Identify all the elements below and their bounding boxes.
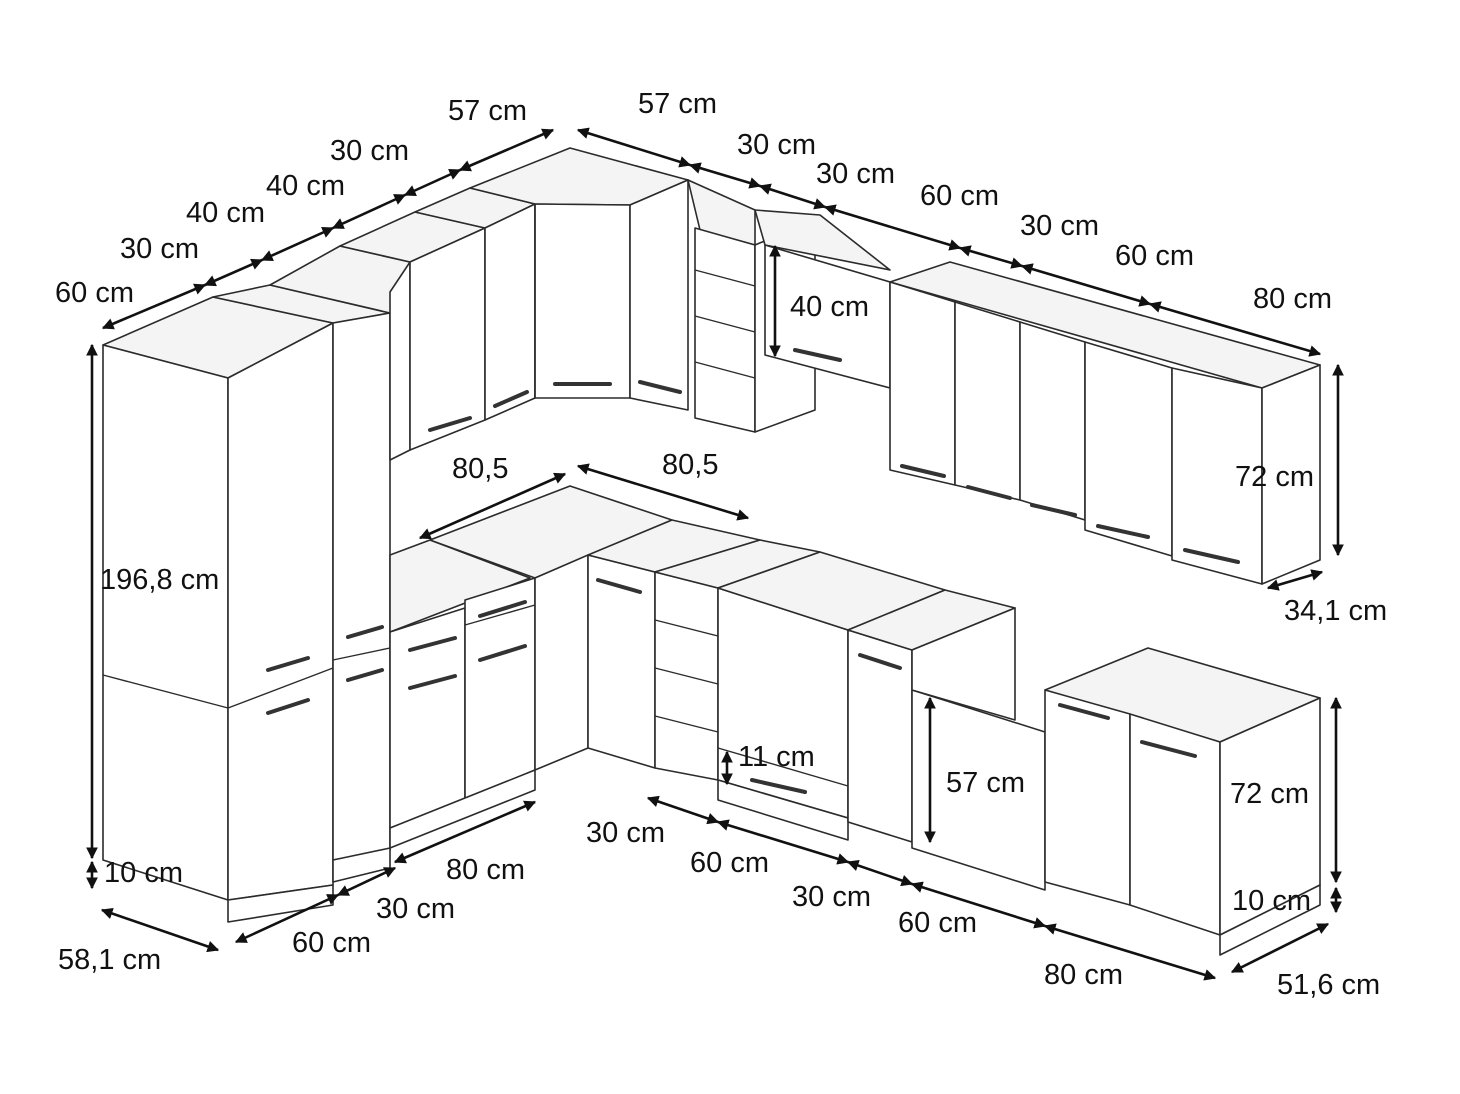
label-depth-right: 51,6 cm (1277, 969, 1380, 1001)
label-top-57a: 57 cm (448, 95, 527, 127)
label-bottom-80a: 80 cm (446, 854, 525, 886)
upper-left-run (212, 187, 536, 861)
label-top-40b: 40 cm (266, 170, 345, 202)
label-top-60c: 60 cm (1115, 240, 1194, 272)
wall-liftup-unit (754, 209, 891, 389)
base-oven-housing (654, 539, 849, 841)
label-top-30e: 30 cm (1020, 210, 1099, 242)
label-tall-height: 196,8 cm (100, 564, 219, 596)
label-bottom-60a: 60 cm (292, 927, 371, 959)
label-top-80: 80 cm (1253, 283, 1332, 315)
label-corner-b: 80,5 (662, 449, 718, 481)
tall-cabinet (102, 296, 334, 923)
dimension-labels: 60 cm 30 cm 40 cm 40 cm 30 cm 57 cm 57 c… (55, 88, 1387, 1001)
label-top-30b: 30 cm (330, 135, 409, 167)
label-bottom-60b: 60 cm (690, 847, 769, 879)
label-drawer-11: 11 cm (738, 741, 815, 773)
base-open-shelf (587, 519, 761, 781)
label-top-30c: 30 cm (737, 129, 816, 161)
label-corner-a: 80,5 (452, 453, 508, 485)
label-top-57b: 57 cm (638, 88, 717, 120)
label-plinth-left: 10 cm (104, 857, 183, 889)
label-bottom-30a: 30 cm (376, 893, 455, 925)
label-top-60: 60 cm (55, 277, 134, 309)
label-plinth-right: 10 cm (1232, 885, 1311, 917)
label-wall-depth: 34,1 cm (1284, 595, 1387, 627)
base-sink-unit (1044, 647, 1321, 956)
label-depth-left: 58,1 cm (58, 944, 161, 976)
dimension-lines (86, 127, 1344, 981)
wall-corner-unit (469, 147, 689, 411)
label-top-60b: 60 cm (920, 180, 999, 212)
label-bottom-30b: 30 cm (586, 817, 665, 849)
label-bottom-60c: 60 cm (898, 907, 977, 939)
label-oven-57: 57 cm (946, 767, 1025, 799)
label-bottom-30c: 30 cm (792, 881, 871, 913)
label-wall-40: 40 cm (790, 291, 869, 323)
label-top-40a: 40 cm (186, 197, 265, 229)
label-wall-72: 72 cm (1235, 461, 1314, 493)
label-bottom-80b: 80 cm (1044, 959, 1123, 991)
label-top-30d: 30 cm (816, 158, 895, 190)
label-base-72: 72 cm (1230, 778, 1309, 810)
label-top-30a: 30 cm (120, 233, 199, 265)
